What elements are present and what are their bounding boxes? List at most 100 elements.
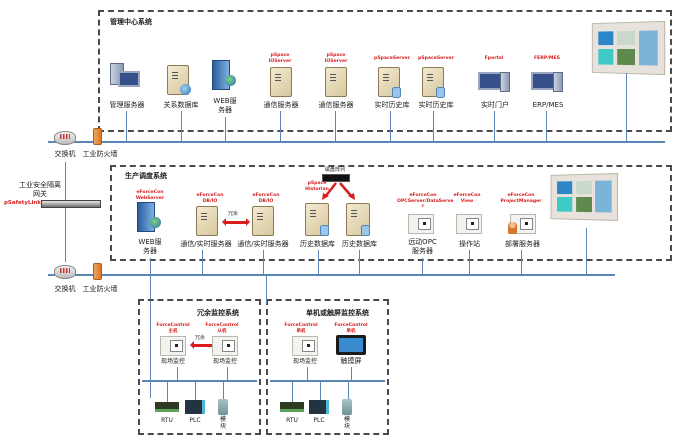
disk-array-arrows [322,182,355,200]
device-label: WEB服 务器 [138,238,162,255]
standalone-zone-title: 单机或触屏监控系统 [306,309,369,317]
redundant-arrow [222,218,250,226]
module-icon [218,399,228,415]
switch-label: 交换机 [54,150,76,158]
device-label: 实时门户 [481,101,509,109]
device-tag: eForceCon View [453,193,481,204]
database-server-icon [346,203,370,236]
field-label: PLC [189,417,201,424]
plc-icon [309,400,329,414]
redundant-field-bus [142,380,257,382]
database-server-icon [422,67,445,98]
device-label: 部署服务器 [505,240,540,248]
production-zone-title: 生产调度系统 [125,172,167,180]
station-icon [292,336,318,356]
firewall-label: 工业防火墙 [82,150,118,158]
server-icon [196,206,218,236]
management-backbone [48,141,665,143]
device-tag: pSpaceServer [418,56,454,61]
device-tag: eForceCon WebServer [135,190,165,201]
device-tag: pSpace IOServer [268,53,292,64]
rtu-icon [280,402,304,412]
switch-label: 交换机 [54,285,76,293]
database-server-icon [378,67,401,98]
production-zone [110,165,672,261]
device-label: 通信/实时服务器 [180,240,232,248]
plc-icon [185,400,205,414]
device-label: ERP/MES [532,101,564,109]
device-label: 远动OPC 服务器 [408,238,437,255]
firewall-icon [93,128,102,145]
station-icon [408,214,434,234]
device-tag: pSpaceServer [374,56,410,61]
device-label: 历史数据库 [300,240,335,248]
standalone-zone [266,299,389,435]
field-label: PLC [313,417,325,424]
disk-array-label: 磁盘阵列 [324,167,345,173]
device-tag: ForceControl 单机 [334,323,368,334]
device-tag: eForceCon OPCServer/DataServe r [397,193,454,209]
gateway-tag: pSafetyLink [4,200,41,206]
field-label: 模 块 [219,416,226,430]
production-backbone [48,274,615,276]
standalone-field-bus [270,380,385,382]
firewall-label: 工业防火墙 [82,285,118,293]
disk-array-icon [322,174,350,182]
device-label: 现场监控 [160,358,185,365]
device-label: 通信服务器 [263,101,299,109]
server-icon [252,206,274,236]
device-tag: eForceCon DB/IO [252,193,280,204]
touchscreen-icon [336,335,366,355]
device-label: 历史数据库 [342,240,377,248]
device-label: 通信/实时服务器 [237,240,289,248]
device-label: 通信服务器 [318,101,354,109]
device-label: 实时历史库 [418,101,454,109]
redundant-arrow [190,341,216,349]
module-icon [342,399,352,415]
device-tag: Fportal [484,56,504,61]
gateway-icon [41,200,101,208]
server-icon [325,67,347,97]
field-label: 模 块 [343,416,350,430]
station-icon [212,336,238,356]
database-server-icon [167,65,191,95]
redundant-label: 冗余 [228,211,239,217]
switch-icon [54,131,76,145]
device-label: 实时历史库 [374,101,410,109]
device-tag: FERP/MES [534,56,560,61]
device-tag: pSpace IOServer [324,53,348,64]
rtu-icon [155,402,179,412]
management-zone-title: 管理中心系统 [110,18,152,26]
station-icon [456,214,482,234]
firewall-icon [93,263,102,280]
video-wall-icon [550,173,619,221]
device-label: 现场监控 [292,358,317,365]
device-tag: ForceControl 从机 [205,323,239,334]
gateway-label: 工业安全隔离 网关 [19,181,61,198]
device-tag: ForceControl 主机 [156,323,190,334]
device-label: 关系数据库 [163,101,199,109]
device-tag: eForceCon ProjectManager [500,193,542,204]
database-server-icon [305,203,329,236]
device-label: 触摸屏 [340,357,362,365]
management-zone [98,10,672,132]
redundant-zone-title: 冗余监控系统 [197,309,239,317]
device-label: 操作站 [459,240,480,248]
switch-icon [54,265,76,279]
device-tag: pSpace Historian [305,181,329,192]
server-icon [270,67,292,97]
web-server-icon [137,202,161,232]
field-label: RTU [286,417,298,424]
device-label: 现场监控 [212,358,237,365]
device-tag: ForceControl 单机 [284,323,318,334]
redundant-label: 冗余 [195,335,206,341]
field-label: RTU [161,417,173,424]
device-label: 管理服务器 [109,101,145,109]
video-wall-icon [591,20,666,76]
redundant-zone [138,299,261,435]
station-icon [160,336,186,356]
web-server-icon [212,60,236,90]
device-label: WEB服 务器 [213,97,237,114]
device-tag: eForceCon DB/IO [196,193,224,204]
station-user-icon [508,214,536,234]
